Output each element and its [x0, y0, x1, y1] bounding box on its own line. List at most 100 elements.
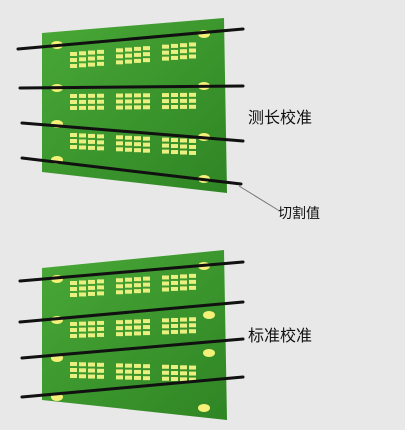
bottom-row1-pad	[125, 277, 132, 282]
bottom-row3-pad	[97, 362, 104, 367]
bottom-row3-pad	[143, 370, 150, 375]
top-row3-pad	[88, 133, 95, 138]
standard-calibration-label: 标准校准	[248, 326, 313, 345]
bottom-row1-pad	[134, 289, 141, 294]
bottom-row3-pad	[79, 374, 86, 379]
bottom-row2-pad	[171, 317, 178, 322]
top-row2-pad	[171, 92, 178, 97]
top-row1-pad	[134, 58, 141, 63]
top-row3-pad	[162, 143, 169, 148]
top-row3-pad	[143, 148, 150, 153]
top-row1-pad	[88, 56, 95, 61]
bottom-row2-pad	[79, 327, 86, 332]
top-row2-pad	[180, 104, 187, 109]
top-row2-pad	[143, 93, 150, 98]
bottom-row1-pad	[88, 291, 95, 296]
top-row1-pad	[189, 42, 196, 47]
top-row3-pad	[97, 140, 104, 145]
bottom-row2-pad	[171, 329, 178, 334]
bottom-row3-pad	[97, 374, 104, 379]
bottom-row1-pad	[162, 275, 169, 280]
bottom-row3-pad	[143, 376, 150, 381]
bottom-cut-lines	[18, 260, 245, 399]
bottom-row3-pad	[125, 363, 132, 368]
top-row1-pad	[70, 52, 77, 56]
bottom-row3-pad	[116, 375, 123, 380]
bottom-row3-pad	[180, 371, 187, 376]
top-row1-pad	[134, 52, 141, 57]
top-row2-pad	[97, 99, 104, 104]
bottom-row1-pad	[97, 279, 104, 284]
bottom-board-pad-groups	[70, 273, 196, 382]
bottom-row2-pad	[134, 319, 141, 324]
top-row3-pad	[143, 142, 150, 147]
bottom-row2-pad	[79, 333, 86, 338]
bottom-row2-pad	[143, 325, 150, 330]
bottom-row3-pad	[116, 363, 123, 368]
top-row3-pad	[134, 136, 141, 141]
top-row2-pad	[97, 93, 104, 98]
top-row1-pad	[171, 49, 178, 54]
bottom-cut-line-3	[20, 337, 245, 360]
bottom-row1-pad	[134, 277, 141, 282]
top-row1-pad	[143, 46, 150, 51]
bottom-row2-pad	[116, 332, 123, 337]
bottom-row1-pad	[116, 284, 123, 289]
top-row2-pad	[97, 105, 104, 110]
bottom-row3-pad	[189, 371, 196, 376]
bottom-row1-pad	[79, 286, 86, 291]
top-row2-pad	[125, 105, 132, 110]
bottom-row2-pad	[162, 318, 169, 323]
top-row1-pad	[79, 57, 86, 62]
top-row1-pad	[125, 53, 132, 58]
top-row2-pad	[88, 105, 95, 110]
cut-value-label: 切割值	[278, 206, 320, 222]
bottom-row2-pad	[70, 334, 77, 338]
top-row2-pad	[143, 105, 150, 110]
top-row1-pad	[171, 43, 178, 48]
bottom-row2-pad	[88, 321, 95, 326]
top-row3-pad	[134, 148, 141, 153]
bottom-row1-pad	[180, 274, 187, 279]
bottom-row3-pad	[134, 369, 141, 374]
top-row1-pad	[189, 54, 196, 59]
top-row3-pad	[116, 141, 123, 146]
bottom-row2-pad	[180, 317, 187, 322]
bottom-row3-pad	[79, 368, 86, 373]
top-row3-pad	[134, 142, 141, 147]
bottom-row2-pad	[97, 320, 104, 325]
bottom-row3-pad	[134, 375, 141, 380]
bottom-row1-pad	[79, 292, 86, 297]
bottom-row2-pad	[97, 326, 104, 331]
top-row1-pad	[125, 47, 132, 52]
top-row3-pad	[88, 139, 95, 144]
top-row3-pad	[125, 141, 132, 146]
top-cut-line-3	[20, 121, 245, 143]
bottom-row2-pad	[125, 319, 132, 324]
top-row3-pad	[97, 134, 104, 139]
bottom-row1-pad	[125, 283, 132, 288]
top-row2-pad	[134, 93, 141, 98]
top-row3-pad	[79, 145, 86, 150]
top-row3-pad	[79, 133, 86, 138]
top-row3-pad	[70, 145, 77, 149]
bottom-row1-pad	[70, 281, 77, 285]
top-row3-pad	[88, 145, 95, 150]
top-row1-pad	[162, 44, 169, 49]
top-row3-pad	[162, 149, 169, 154]
top-row2-pad	[134, 99, 141, 104]
bottom-row1-pad	[171, 280, 178, 285]
bottom-row1-pad	[143, 282, 150, 287]
bottom-row2-pad	[180, 329, 187, 334]
top-row1-pad	[180, 43, 187, 48]
cut-value-leader-line	[238, 185, 279, 211]
bottom-row3-pad	[143, 364, 150, 369]
bottom-row2-pad	[125, 325, 132, 330]
bottom-row2-pad	[162, 330, 169, 335]
bottom-row1-pad	[171, 274, 178, 279]
bottom-row3-pad	[162, 370, 169, 375]
top-row1-pad	[143, 52, 150, 57]
top-row1-pad	[70, 58, 77, 62]
